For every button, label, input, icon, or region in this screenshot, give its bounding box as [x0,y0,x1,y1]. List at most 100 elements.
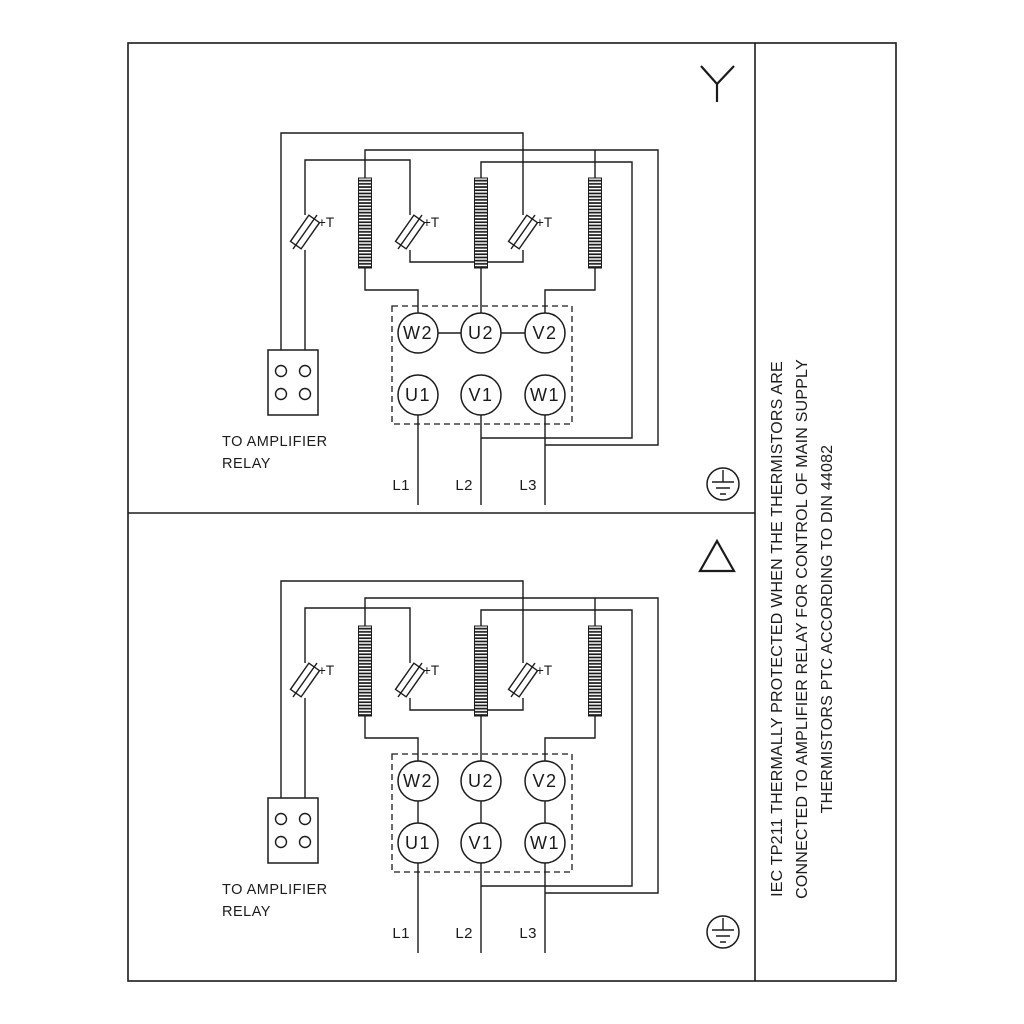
motor-winding [358,177,372,269]
terminal-board-outline [391,305,573,425]
phase-label-L3: L3 [519,925,537,942]
wire-set-star [280,132,659,505]
phase-label-L2: L2 [455,925,473,942]
panel-delta-connection: +T +T +T W2 U2 V2 U1 V1 W1 [222,580,740,953]
terminal-U2 [460,760,502,802]
terminal-label: V2 [532,323,557,343]
wire-set-delta [280,580,659,953]
terminal-W2 [397,312,439,354]
phase-label-L3: L3 [519,477,537,494]
thermistor-strike [397,214,423,250]
terminal-W2 [397,760,439,802]
delta-connection-icon [698,538,736,573]
thermistor-chain-wire [409,698,524,711]
side-note: IEC TP211 THERMALLY PROTECTED WHEN THE T… [769,359,836,899]
terminal-V1 [460,822,502,864]
terminal-U2 [460,312,502,354]
relay-note-line1: TO AMPLIFIER [222,882,328,898]
thermistor-label: +T [318,215,334,230]
phase-label-L1: L1 [392,477,410,494]
ground-circle [706,915,740,949]
motor-winding [474,625,488,717]
thermistor-3: +T [507,214,552,250]
thermistor-strike [510,214,536,250]
thermistor-chain-wire [409,250,524,263]
relay-note-line2: RELAY [222,456,271,472]
winding-terminal-wire [544,268,596,313]
winding-return-wire [480,161,633,439]
thermistor-strike [510,662,536,698]
thermistor-label: +T [536,663,552,678]
thermistor-2: +T [394,662,439,698]
relay-contact [298,812,312,826]
thermistor-chain-wire [280,132,524,350]
terminal-label: W1 [530,833,560,853]
side-note-line2: CONNECTED TO AMPLIFIER RELAY FOR CONTROL… [794,359,811,899]
terminal-label: U1 [405,385,431,405]
earth-ground-icon [706,467,740,501]
winding-return-wire [364,597,659,894]
panel-star-connection: +T +T +T W2 U2 V2 U1 V1 W1 [222,132,740,505]
phase-label-L1: L1 [392,925,410,942]
thermistor-1: +T [289,662,334,698]
relay-contact [298,364,312,378]
terminal-W1 [524,374,566,416]
terminal-U1 [397,822,439,864]
amplifier-relay-connector [267,349,319,416]
thermistor-chain-wire [280,580,524,798]
ground-bars [712,470,734,495]
terminal-label: W2 [403,323,433,343]
thermistor-chain-wire [304,159,411,215]
ground-circle [706,467,740,501]
terminal-board-outline [391,753,573,873]
ground-bars [712,918,734,943]
earth-ground-icon [706,915,740,949]
terminal-label: U1 [405,833,431,853]
thermistor-1: +T [289,214,334,250]
relay-contact [274,812,288,826]
terminal-V2 [524,760,566,802]
motor-winding [588,625,602,717]
winding-return-wire [480,609,633,887]
relay-contact [274,364,288,378]
thermistor-2: +T [394,214,439,250]
thermistor-strike [292,214,318,250]
thermistor-label: +T [318,663,334,678]
terminal-label: V2 [532,771,557,791]
thermistor-chain-wire [304,607,411,663]
terminal-U1 [397,374,439,416]
terminal-label: U2 [468,771,494,791]
side-note-line1: IEC TP211 THERMALLY PROTECTED WHEN THE T… [769,361,786,897]
motor-winding [588,177,602,269]
delta-bridge-links [417,801,546,823]
relay-contact [274,387,288,401]
terminal-label: W2 [403,771,433,791]
thermistor-label: +T [423,663,439,678]
phase-label-L2: L2 [455,477,473,494]
motor-winding [474,177,488,269]
relay-box [267,797,319,864]
thermistor-strike [292,662,318,698]
terminal-label: W1 [530,385,560,405]
star-connection-icon [700,65,735,102]
winding-return-wire [364,149,659,446]
terminal-label: V1 [468,833,493,853]
terminal-V2 [524,312,566,354]
terminal-V1 [460,374,502,416]
relay-contact [298,835,312,849]
thermistor-label: +T [536,215,552,230]
terminal-W1 [524,822,566,864]
thermistor-strike [397,662,423,698]
relay-contact [298,387,312,401]
thermistor-3: +T [507,662,552,698]
terminal-label: U2 [468,323,494,343]
side-note-line3: THERMISTORS PTC ACCORDING TO DIN 44082 [819,445,836,814]
thermistor-label: +T [423,215,439,230]
winding-terminal-wire [544,716,596,761]
relay-box [267,349,319,416]
terminal-label: V1 [468,385,493,405]
amplifier-relay-connector [267,797,319,864]
outer-frame [127,42,897,982]
winding-terminal-wire [364,268,419,313]
